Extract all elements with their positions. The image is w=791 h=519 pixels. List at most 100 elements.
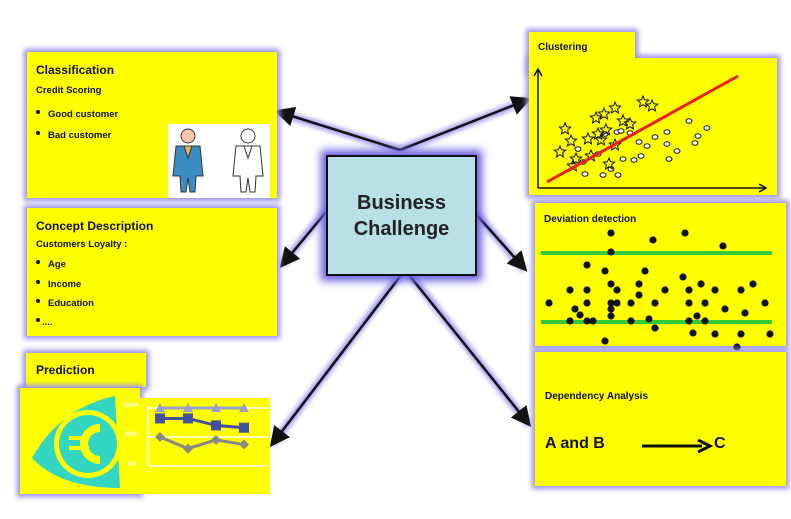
data-point [645, 315, 653, 323]
star-point [636, 94, 650, 108]
concept-bullet: .... [36, 317, 53, 328]
circle-point [617, 128, 625, 134]
data-point [689, 329, 697, 337]
star-point [569, 151, 583, 165]
star-point [553, 144, 567, 158]
data-point [701, 317, 709, 325]
deviation-scatter [541, 229, 774, 351]
circle-point [694, 133, 702, 139]
classification-title: Classification [36, 63, 115, 77]
data-point [766, 330, 774, 338]
trend-line [546, 74, 739, 184]
clustering-tab-cover: Clustering [529, 32, 635, 72]
data-point [749, 280, 757, 288]
series-line [160, 416, 245, 430]
classification-bullet: Good customer [36, 109, 118, 120]
diamond-marker [239, 439, 249, 450]
clustering-scatter [533, 67, 768, 193]
data-point [627, 299, 635, 307]
square-marker [183, 413, 193, 424]
data-point [601, 267, 609, 275]
y-axis-arrow [533, 67, 543, 188]
circle-point [630, 157, 638, 163]
data-point [583, 261, 591, 269]
star-point [591, 126, 605, 140]
data-point [607, 305, 615, 313]
diamond-marker [183, 443, 193, 454]
x-axis-arrow [538, 183, 768, 193]
star-point [589, 110, 603, 124]
tick-label: 50% [125, 432, 138, 438]
dependency-analysis-panel: Dependency Analysis A and B C [535, 352, 786, 486]
data-point [627, 317, 635, 325]
arrow-to-clustering [399, 96, 532, 152]
star-point [608, 100, 622, 114]
arrow-to-classification [274, 106, 401, 152]
star-point [645, 98, 659, 112]
concept-subtitle: Customers Loyalty : [36, 239, 128, 250]
circle-point [614, 172, 622, 178]
data-point [661, 286, 669, 294]
square-marker [211, 420, 221, 431]
triangle-marker [183, 403, 193, 412]
triangle-marker [239, 403, 249, 412]
business-challenge-box: Business Challenge [326, 155, 477, 276]
data-point [607, 248, 615, 256]
arrow-to-prediction [269, 269, 406, 447]
series-line [159, 435, 245, 451]
star-point [594, 132, 608, 146]
tick-label: 0% [128, 462, 137, 468]
tick-label: 100% [123, 403, 139, 409]
star-point [616, 113, 630, 127]
customer-figures [168, 124, 270, 198]
arrow-to-deviation [473, 211, 528, 272]
star-point [602, 156, 616, 170]
star-point [599, 122, 613, 136]
clustering-panel [529, 58, 777, 195]
circle-point [599, 172, 607, 178]
concept-bullet: Income [36, 279, 81, 290]
data-point [681, 229, 689, 237]
star-point [558, 121, 572, 135]
data-point [576, 311, 584, 319]
data-point [651, 324, 659, 332]
data-point [697, 280, 705, 288]
dependency-title: Dependency Analysis [545, 391, 649, 402]
bad-customer-figure [232, 128, 264, 193]
star-point [564, 133, 578, 147]
data-point [641, 267, 649, 275]
star-point [623, 116, 637, 130]
data-point [737, 286, 745, 294]
circle-point [581, 171, 589, 177]
data-point [649, 236, 657, 244]
circle-point [643, 143, 651, 149]
star-point [597, 106, 611, 120]
circle-point [574, 146, 582, 152]
prediction-title-tab: Prediction [26, 353, 146, 387]
prediction-title: Prediction [36, 363, 95, 377]
circle-point [663, 129, 671, 135]
center-line-2: Challenge [353, 217, 450, 240]
data-point [685, 317, 693, 325]
diamond-marker [211, 434, 221, 445]
circle-point [691, 140, 699, 146]
data-point [607, 312, 615, 320]
data-point [737, 330, 745, 338]
implies-arrow-icon [642, 438, 714, 454]
data-point [571, 305, 579, 313]
circle-point [685, 118, 693, 124]
good-customer-figure [172, 128, 204, 193]
data-point [711, 330, 719, 338]
data-point [679, 273, 687, 281]
data-point [607, 229, 615, 237]
data-point [583, 317, 591, 325]
deviation-title: Deviation detection [544, 214, 637, 225]
data-point [545, 299, 553, 307]
dependency-rhs: C [714, 435, 726, 452]
data-point [651, 299, 659, 307]
data-point [583, 286, 591, 294]
data-point [701, 299, 709, 307]
triangle-marker [211, 403, 221, 412]
data-point [635, 291, 643, 299]
